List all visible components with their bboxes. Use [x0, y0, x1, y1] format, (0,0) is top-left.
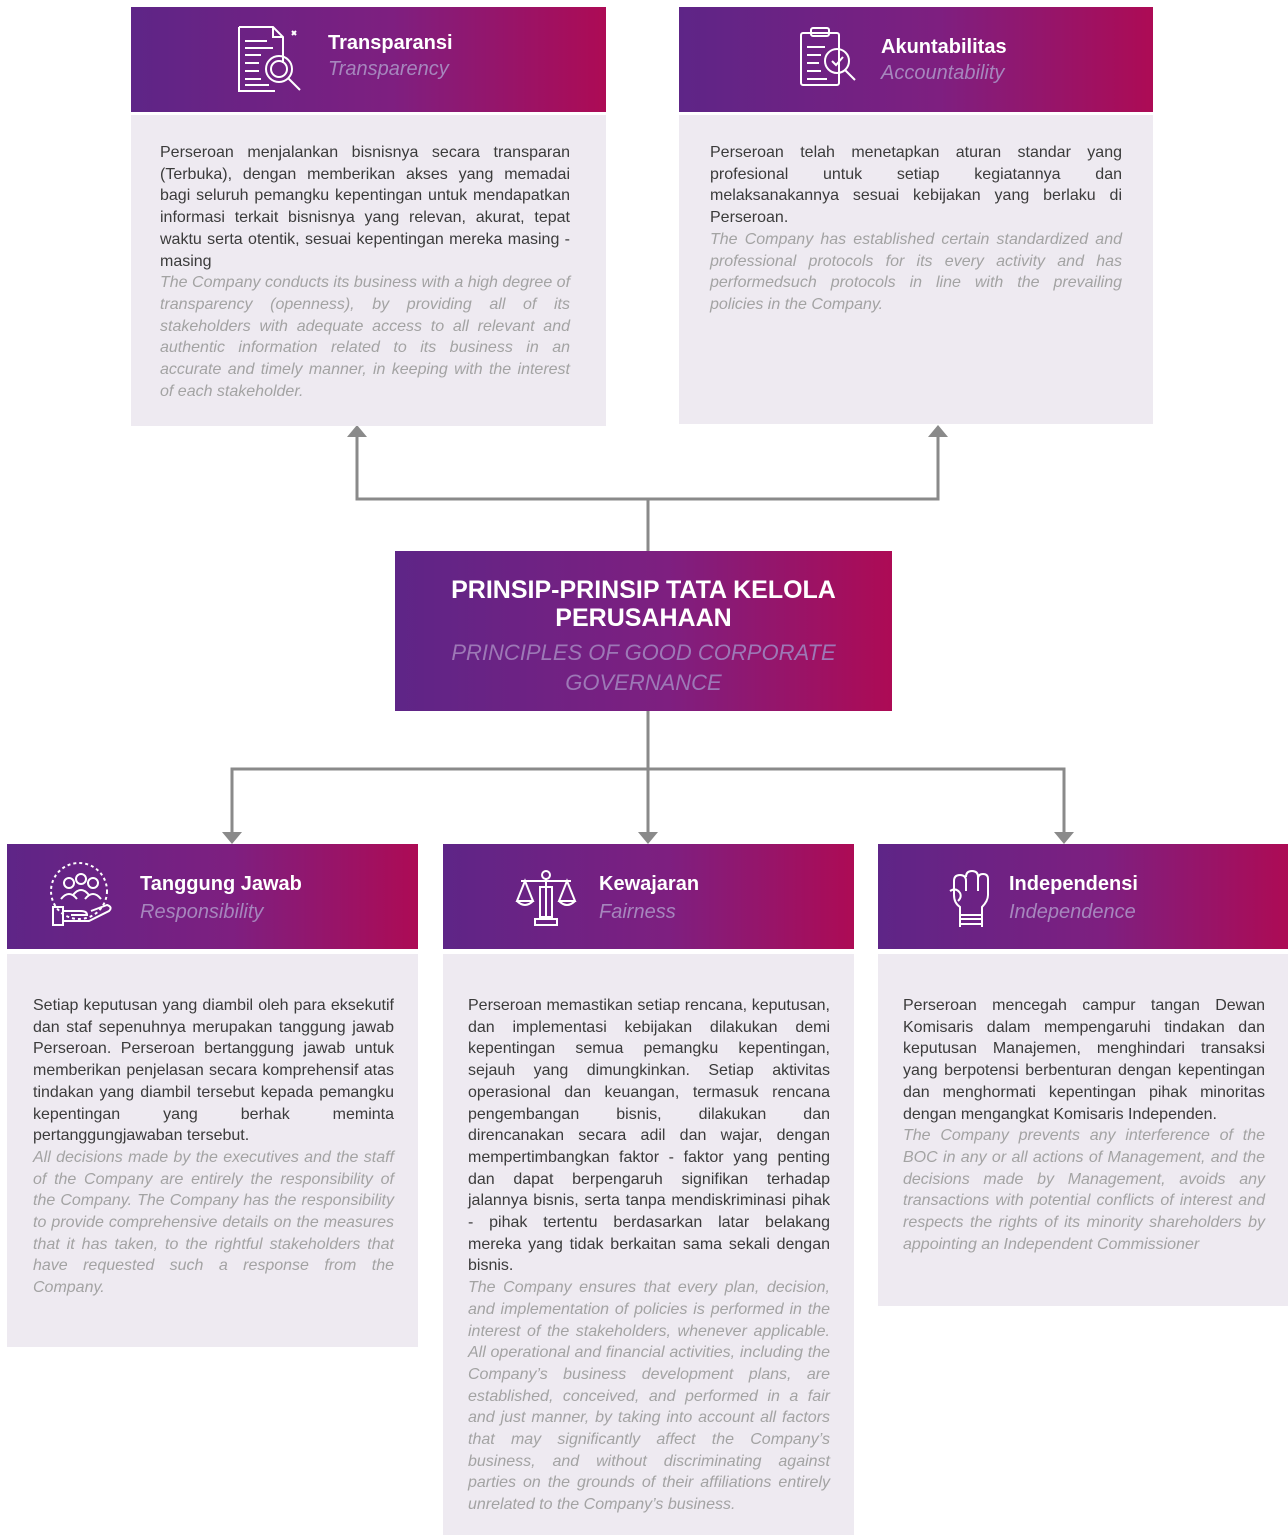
transparency-subtitle: Transparency: [328, 58, 449, 80]
arrow-down-fairness: [638, 832, 658, 844]
arrow-up-accountability: [928, 425, 948, 437]
arrow-down-responsibility: [222, 832, 242, 844]
responsibility-header: Tanggung Jawab Responsibility: [7, 844, 418, 949]
independence-subtitle: Independence: [1009, 901, 1136, 923]
accountability-text-en: The Company has established certain stan…: [710, 230, 1122, 313]
fairness-description-box: Perseroan memastikan setiap rencana, kep…: [443, 954, 854, 1535]
transparency-description-box: Perseroan menjalankan bisnisnya secara t…: [131, 115, 606, 426]
people-hand-icon: [49, 861, 117, 934]
fairness-text-en: The Company ensures that every plan, dec…: [468, 1279, 830, 1514]
center-principles-box: PRINSIP-PRINSIP TATA KELOLA PERUSAHAAN P…: [395, 551, 892, 711]
fairness-header: Kewajaran Fairness: [443, 844, 854, 949]
responsibility-title: Tanggung Jawab: [140, 873, 302, 895]
arrow-down-independence: [1054, 832, 1074, 844]
accountability-text-id: Perseroan telah menetapkan aturan standa…: [710, 144, 1122, 227]
document-magnifier-icon: [235, 21, 307, 104]
independence-title: Independensi: [1009, 873, 1138, 895]
accountability-title: Akuntabilitas: [881, 36, 1007, 58]
responsibility-description-box: Setiap keputusan yang diambil oleh para …: [7, 954, 418, 1347]
independence-header: Independensi Independence: [878, 844, 1288, 949]
transparency-header: Transparansi Transparency: [131, 7, 606, 112]
accountability-subtitle: Accountability: [881, 62, 1005, 84]
fairness-title: Kewajaran: [599, 873, 700, 895]
transparency-text-en: The Company conducts its business with a…: [160, 274, 571, 400]
fairness-subtitle: Fairness: [599, 901, 676, 923]
scales-icon: [515, 867, 577, 934]
responsibility-text-id: Setiap keputusan yang diambil oleh para …: [33, 997, 394, 1145]
independence-text-en: The Company prevents any interference of…: [903, 1127, 1265, 1253]
responsibility-text-en: All decisions made by the executives and…: [33, 1148, 394, 1297]
transparency-title: Transparansi: [328, 32, 453, 54]
responsibility-subtitle: Responsibility: [140, 901, 264, 923]
transparency-text-id: Perseroan menjalankan bisnisnya secara t…: [160, 144, 570, 270]
fairness-text-id: Perseroan memastikan setiap rencana, kep…: [468, 997, 830, 1275]
clipboard-check-icon: [797, 25, 859, 94]
accountability-header: Akuntabilitas Accountability: [679, 7, 1153, 112]
independence-text-id: Perseroan mencegah campur tangan Dewan K…: [903, 997, 1265, 1123]
center-title: PRINSIP-PRINSIP TATA KELOLA PERUSAHAAN: [451, 576, 836, 632]
independence-description-box: Perseroan mencegah campur tangan Dewan K…: [878, 954, 1288, 1306]
arrow-up-transparency: [347, 425, 367, 437]
raised-fist-icon: [948, 867, 990, 934]
center-subtitle: PRINCIPLES OF GOOD CORPORATE GOVERNANCE: [451, 640, 836, 695]
accountability-description-box: Perseroan telah menetapkan aturan standa…: [679, 115, 1153, 424]
